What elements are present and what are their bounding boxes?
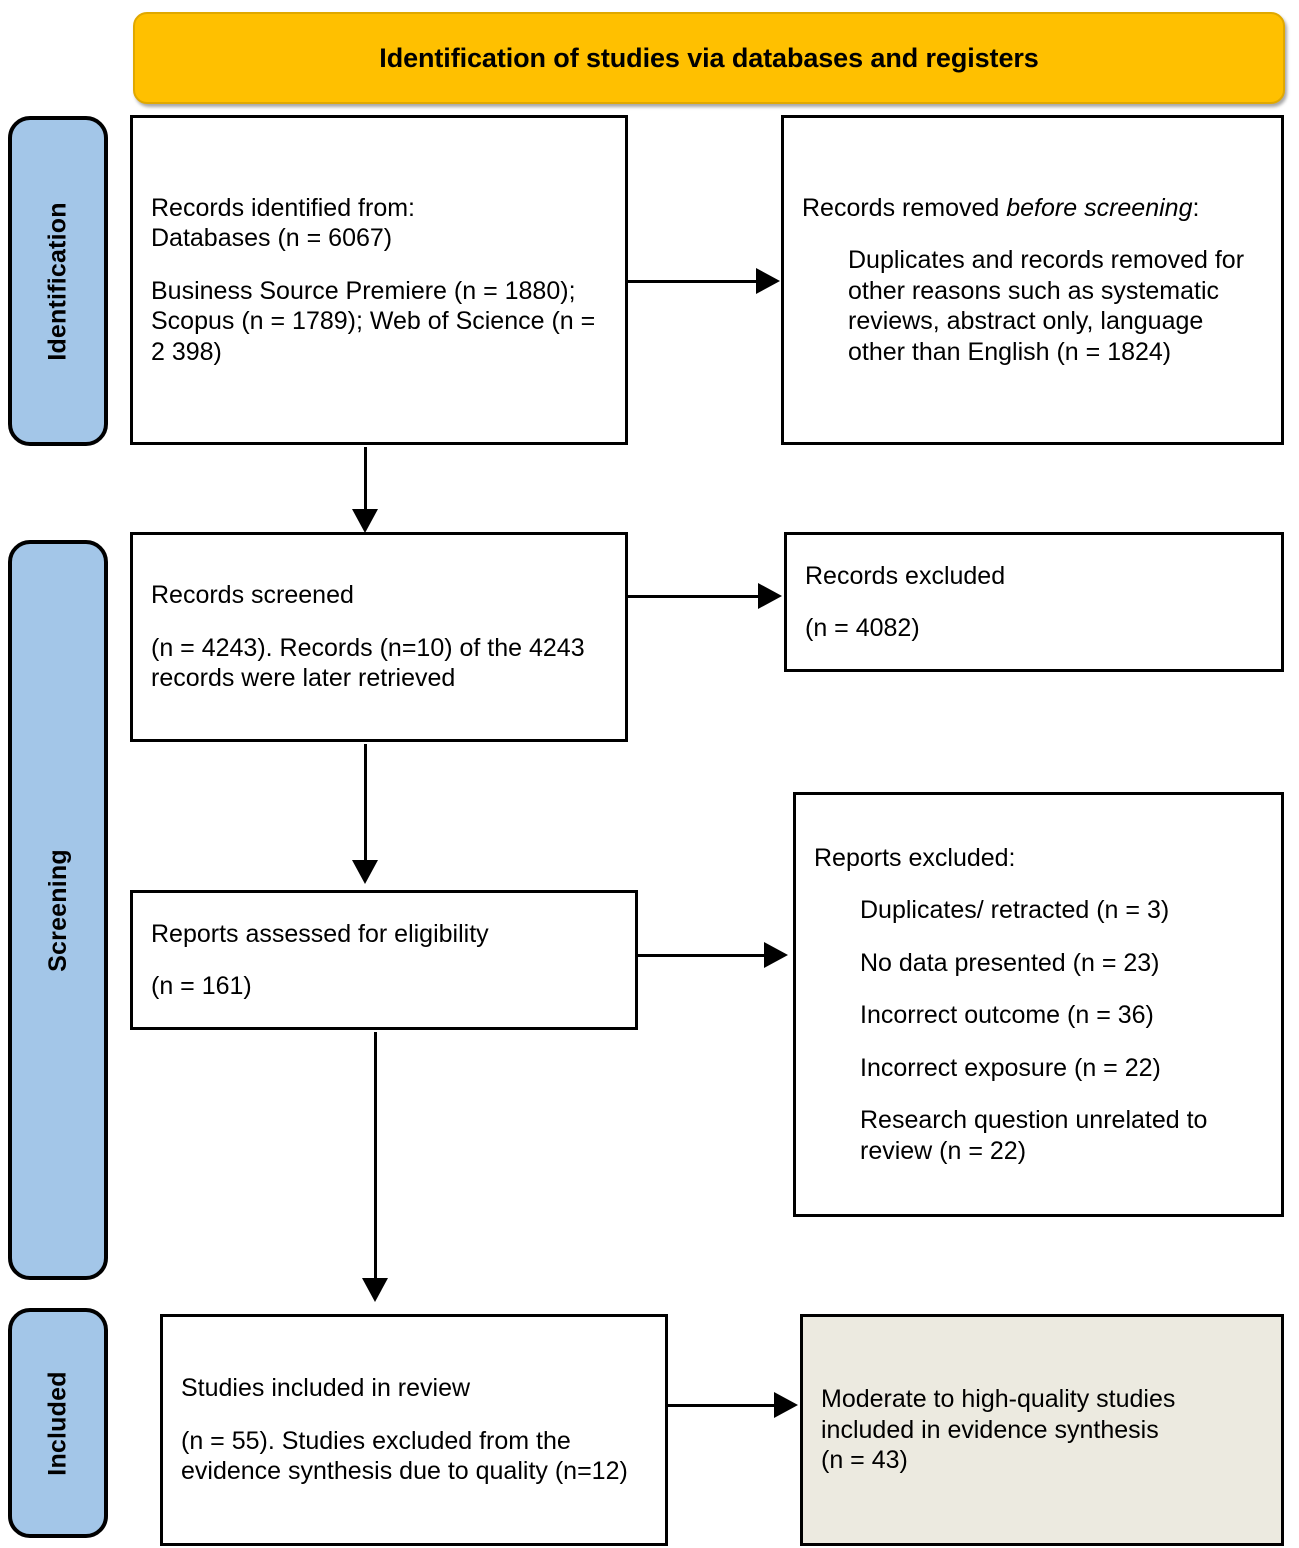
box-reports-assessed: Reports assessed for eligibility (n = 16… — [130, 890, 638, 1030]
box-studies-included: Studies included in review (n = 55). Stu… — [160, 1314, 668, 1546]
box-records-screened: Records screened (n = 4243). Records (n=… — [130, 532, 628, 742]
box-records-removed: Records removed before screening: Duplic… — [781, 115, 1284, 445]
studies-included-line1: Studies included in review — [181, 1374, 471, 1403]
records-identified-line1: Records identified from: — [151, 193, 416, 222]
reports-excluded-item: Incorrect outcome (n = 36) — [860, 1001, 1154, 1030]
stage-pill-screening: Screening — [8, 540, 108, 1280]
connector-screened-to-excluded — [628, 583, 788, 613]
reports-assessed-line1: Reports assessed for eligibility — [151, 919, 489, 948]
moderate-high-quality-line2: (n = 43) — [821, 1446, 908, 1475]
records-removed-detail: Duplicates and records removed for other… — [848, 246, 1245, 366]
reports-excluded-item: Research question unrelated to review (n… — [860, 1106, 1208, 1165]
connector-identified-to-removed — [628, 268, 783, 298]
reports-assessed-line2: (n = 161) — [151, 972, 252, 1000]
stage-pill-identification: Identification — [8, 116, 108, 446]
reports-excluded-item: No data presented (n = 23) — [860, 948, 1160, 977]
moderate-high-quality-line1: Moderate to high-quality studies include… — [821, 1385, 1176, 1444]
records-identified-line2: Databases (n = 6067) — [151, 224, 393, 253]
stage-pill-included: Included — [8, 1308, 108, 1538]
connector-assessed-to-included — [362, 1032, 392, 1312]
reports-excluded-item: Incorrect exposure (n = 22) — [860, 1053, 1161, 1082]
records-excluded-line1: Records excluded — [805, 561, 1006, 590]
records-screened-line2: (n = 4243). Records (n=10) of the 4243 r… — [151, 633, 585, 693]
box-reports-excluded: Reports excluded: Duplicates/ retracted … — [793, 792, 1284, 1217]
stage-label-screening: Screening — [43, 848, 72, 972]
connector-screened-to-assessed — [352, 744, 382, 889]
connector-identified-to-screened — [352, 447, 382, 535]
studies-included-line2: (n = 55). Studies excluded from the evid… — [181, 1426, 628, 1486]
header-title: Identification of studies via databases … — [379, 42, 1039, 73]
stage-label-included: Included — [43, 1370, 72, 1476]
records-removed-heading-italic: before screening — [1006, 193, 1193, 222]
box-records-excluded: Records excluded (n = 4082) — [784, 532, 1284, 672]
records-removed-heading-a: Records removed — [802, 193, 1007, 222]
reports-excluded-heading: Reports excluded: — [814, 843, 1016, 872]
records-screened-line1: Records screened — [151, 581, 354, 610]
reports-excluded-item: Duplicates/ retracted (n = 3) — [860, 896, 1170, 925]
box-records-identified: Records identified from: Databases (n = … — [130, 115, 628, 445]
records-removed-heading-c: : — [1192, 193, 1200, 222]
connector-assessed-to-reports-excluded — [638, 942, 798, 972]
stage-label-identification: Identification — [43, 201, 72, 361]
connector-included-to-synthesis — [668, 1392, 813, 1422]
records-removed-heading: Records removed before screening: — [802, 193, 1263, 224]
header-banner: Identification of studies via databases … — [133, 12, 1285, 104]
box-moderate-high-quality: Moderate to high-quality studies include… — [800, 1314, 1284, 1546]
records-identified-line3: Business Source Premiere (n = 1880); Sco… — [151, 276, 596, 366]
records-excluded-line2: (n = 4082) — [805, 614, 920, 642]
